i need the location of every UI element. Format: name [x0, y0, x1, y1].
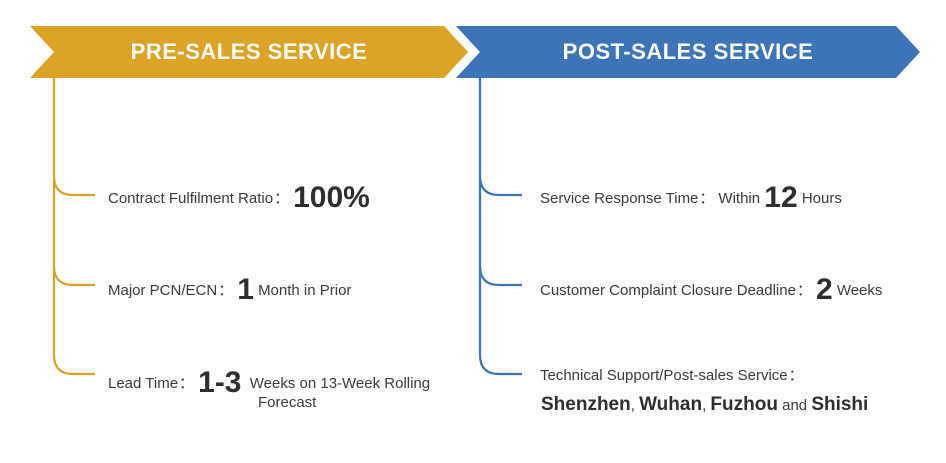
pre-sales-item-contract-fulfilment: Contract Fulfilment Ratio：100%: [108, 180, 370, 216]
item-value: 1: [237, 273, 254, 306]
pre-sales-timeline: [52, 78, 95, 376]
location-wuhan: Wuhan: [639, 394, 703, 415]
item-suffix: Month in Prior: [258, 282, 352, 299]
post-sales-item-technical-support: Technical Support/Post-sales Service：: [540, 367, 808, 385]
item-label: Service Response Time: [540, 190, 699, 207]
post-sales-branch-2: [478, 265, 522, 287]
item-label: Technical Support/Post-sales Service: [540, 367, 788, 384]
post-sales-timeline: [478, 78, 522, 376]
item-value: 2: [815, 273, 833, 306]
item-label: Customer Complaint Closure Deadline: [540, 282, 796, 299]
item-label: Lead Time: [108, 375, 179, 392]
item-label: Major PCN/ECN: [108, 282, 218, 299]
pre-sales-item-lead-time: Lead Time：1-3 Weeks on 13-Week Rolling: [108, 365, 430, 401]
item-suffix: Weeks on 13-Week Rolling: [249, 375, 431, 392]
location-separator: ,: [630, 397, 635, 414]
post-sales-item-complaint-closure: Customer Complaint Closure Deadline：2 We…: [540, 272, 882, 308]
location-shishi: Shishi: [811, 394, 869, 415]
pre-sales-title: PRE-SALES SERVICE: [130, 39, 368, 64]
service-locations: Shenzhen, Wuhan, Fuzhou and Shishi: [541, 394, 868, 416]
post-sales-branch-1: [478, 175, 522, 197]
item-label: Contract Fulfilment Ratio: [108, 190, 274, 207]
item-prefix: Within: [718, 190, 761, 207]
pre-sales-item-lead-time-line2: Forecast: [258, 394, 317, 411]
item-colon: ：: [218, 282, 234, 299]
item-suffix: Hours: [801, 190, 842, 207]
location-conjunction: and: [782, 397, 808, 414]
item-suffix: Weeks: [836, 282, 883, 299]
item-colon: ：: [788, 367, 804, 384]
post-sales-banner: [456, 26, 920, 78]
item-value: 1-3: [198, 366, 242, 399]
item-colon: ：: [179, 375, 195, 392]
item-value: 100%: [293, 181, 370, 214]
pre-sales-banner: [30, 26, 468, 78]
item-colon: ：: [274, 190, 290, 207]
location-fuzhou: Fuzhou: [710, 394, 778, 415]
post-sales-title: POST-SALES SERVICE: [562, 39, 814, 64]
item-colon: ：: [796, 282, 812, 299]
pre-sales-item-pcn-ecn: Major PCN/ECN：1 Month in Prior: [108, 272, 351, 308]
item-colon: ：: [699, 190, 715, 207]
pre-sales-branch-1: [52, 175, 95, 197]
pre-sales-branch-2: [52, 265, 95, 287]
post-sales-item-response-time: Service Response Time：Within 12 Hours: [540, 180, 842, 216]
item-value: 12: [764, 181, 798, 214]
location-separator: ,: [702, 397, 707, 414]
location-shenzhen: Shenzhen: [541, 394, 631, 415]
